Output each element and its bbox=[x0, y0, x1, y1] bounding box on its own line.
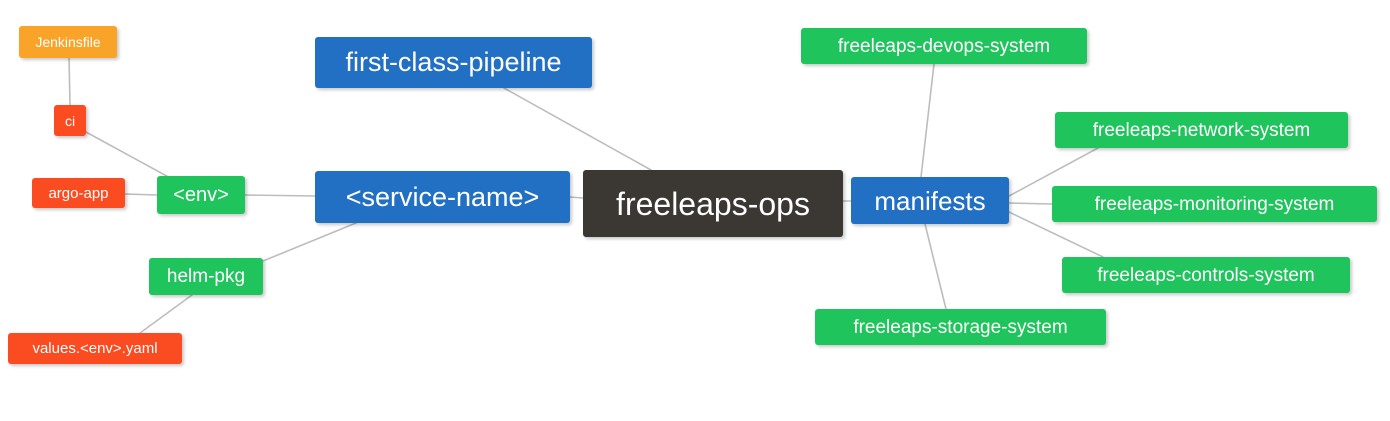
node-label-jenkinsfile: Jenkinsfile bbox=[35, 34, 101, 50]
node-label-first-class-pipeline: first-class-pipeline bbox=[345, 47, 562, 77]
node-jenkinsfile[interactable]: Jenkinsfile bbox=[19, 26, 117, 58]
node-label-service-name: <service-name> bbox=[345, 181, 540, 212]
edge-helm-pkg-to-service-name bbox=[262, 222, 357, 262]
node-ci[interactable]: ci bbox=[54, 105, 86, 136]
node-freeleaps-controls-system[interactable]: freeleaps-controls-system bbox=[1062, 257, 1350, 293]
edge-argo-app-to-env bbox=[124, 193, 158, 196]
edge-values-env-yaml-to-helm-pkg bbox=[139, 294, 193, 334]
node-label-freeleaps-ops: freeleaps-ops bbox=[616, 185, 810, 222]
node-label-freeleaps-controls-system: freeleaps-controls-system bbox=[1097, 264, 1315, 286]
node-first-class-pipeline[interactable]: first-class-pipeline bbox=[315, 37, 592, 88]
node-freeleaps-storage-system[interactable]: freeleaps-storage-system bbox=[815, 309, 1106, 345]
edge-env-to-service-name bbox=[244, 194, 316, 197]
node-label-env: <env> bbox=[173, 184, 229, 206]
node-label-argo-app: argo-app bbox=[48, 184, 109, 202]
node-label-helm-pkg: helm-pkg bbox=[166, 266, 246, 287]
edge-ci-to-env bbox=[85, 131, 175, 181]
edge-freeleaps-devops-system-to-manifests bbox=[920, 63, 935, 178]
node-env[interactable]: <env> bbox=[157, 176, 245, 214]
edge-first-class-pipeline-to-freeleaps-ops bbox=[503, 87, 652, 171]
node-freeleaps-network-system[interactable]: freeleaps-network-system bbox=[1055, 112, 1348, 148]
edge-service-name-to-freeleaps-ops bbox=[569, 196, 584, 199]
node-helm-pkg[interactable]: helm-pkg bbox=[149, 258, 263, 295]
edge-manifests-to-freeleaps-storage-system bbox=[924, 223, 947, 310]
node-label-freeleaps-monitoring-system: freeleaps-monitoring-system bbox=[1094, 193, 1335, 215]
node-manifests[interactable]: manifests bbox=[851, 177, 1009, 224]
edge-jenkinsfile-to-ci bbox=[68, 57, 71, 106]
node-freeleaps-monitoring-system[interactable]: freeleaps-monitoring-system bbox=[1052, 186, 1377, 222]
node-label-freeleaps-storage-system: freeleaps-storage-system bbox=[853, 316, 1068, 338]
node-label-manifests: manifests bbox=[874, 185, 986, 216]
node-argo-app[interactable]: argo-app bbox=[32, 178, 125, 208]
node-label-values-env-yaml: values.<env>.yaml bbox=[32, 340, 158, 357]
node-label-freeleaps-devops-system: freeleaps-devops-system bbox=[837, 35, 1051, 57]
node-label-ci: ci bbox=[64, 112, 76, 129]
edge-manifests-to-freeleaps-monitoring-system bbox=[1008, 202, 1053, 205]
node-freeleaps-ops[interactable]: freeleaps-ops bbox=[583, 170, 843, 237]
node-label-freeleaps-network-system: freeleaps-network-system bbox=[1092, 119, 1311, 141]
node-values-env-yaml[interactable]: values.<env>.yaml bbox=[8, 333, 182, 364]
node-freeleaps-devops-system[interactable]: freeleaps-devops-system bbox=[801, 28, 1087, 64]
node-service-name[interactable]: <service-name> bbox=[315, 171, 570, 223]
